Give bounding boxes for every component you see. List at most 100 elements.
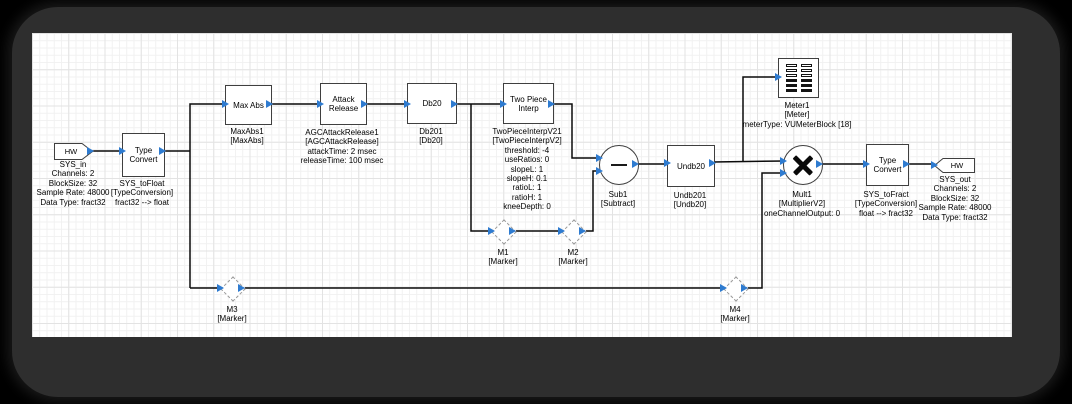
db20-block[interactable]: Db20 (407, 83, 457, 124)
block-param: Sample Rate: 48000 (36, 188, 110, 198)
input-pin[interactable] (931, 160, 938, 169)
input-pin[interactable] (488, 226, 495, 235)
block-name: Db201 (419, 127, 443, 136)
block-name: TwoPieceInterpV21 (492, 127, 562, 136)
wire-segment[interactable] (748, 172, 784, 289)
block-param: releaseTime: 100 msec (300, 156, 384, 166)
block-type: [Undb20] (673, 200, 707, 210)
output-pin[interactable] (741, 283, 748, 292)
input-pin[interactable] (217, 283, 224, 292)
block-type: [MultiplierV2] (778, 199, 826, 209)
max-abs-label: MaxAbs1 [MaxAbs] (230, 127, 263, 146)
output-pin[interactable] (903, 159, 910, 168)
wire-segment[interactable] (470, 104, 490, 232)
block-param: meterType: VUMeterBlock [18] (742, 119, 852, 129)
block-title: Type Convert (129, 146, 158, 164)
wire-segment[interactable] (552, 103, 600, 159)
block-name: SYS_toFloat (119, 179, 165, 188)
db20-label: Db201 [Db20] (419, 127, 443, 146)
wire-segment[interactable] (742, 76, 778, 162)
hw-output-title: HW (950, 161, 964, 170)
output-pin[interactable] (579, 226, 586, 235)
block-type: [TypeConversion] (110, 188, 174, 198)
output-pin[interactable] (159, 146, 166, 155)
marker-m4-label: M4 [Marker] (720, 305, 749, 324)
undb20-block[interactable]: Undb20 (667, 145, 715, 187)
input-pin[interactable] (317, 99, 324, 108)
block-param: ratioH: 1 (511, 192, 543, 202)
output-pin[interactable] (632, 159, 639, 168)
wire-segment[interactable] (712, 160, 785, 163)
input-pin[interactable] (222, 99, 229, 108)
input-pin[interactable] (596, 166, 603, 175)
block-title: Max Abs (233, 100, 264, 110)
block-param: fract32 --> float (114, 197, 170, 207)
output-pin[interactable] (361, 99, 368, 108)
input-pin[interactable] (119, 146, 126, 155)
block-type: [Marker] (217, 314, 247, 324)
block-param: Data Type: fract32 (922, 212, 988, 222)
hw-output-block[interactable] (934, 158, 975, 173)
output-pin[interactable] (709, 158, 716, 167)
block-param: threshold: -4 (504, 145, 550, 155)
hw-input-title: HW (64, 147, 78, 156)
input-pin[interactable] (863, 159, 870, 168)
undb20-label: Undb201 [Undb20] (674, 191, 706, 210)
block-param: Channels: 2 (933, 184, 977, 194)
input-pin[interactable] (404, 99, 411, 108)
output-pin[interactable] (266, 99, 273, 108)
two-piece-interp-block[interactable]: Two Piece Interp (503, 83, 554, 124)
marker-m2-label: M2 [Marker] (558, 248, 587, 267)
multiply-icon (792, 154, 814, 176)
attack-release-block[interactable]: Attack Release (320, 83, 367, 125)
block-name: M2 (567, 248, 579, 257)
block-name: Mult1 (792, 190, 812, 199)
block-param: oneChannelOutput: 0 (763, 208, 841, 218)
output-pin[interactable] (509, 226, 516, 235)
block-type: [TypeConversion] (854, 199, 918, 209)
output-pin[interactable] (816, 159, 823, 168)
type-convert-in-block[interactable]: Type Convert (122, 133, 165, 177)
meter-block[interactable] (778, 58, 819, 98)
hw-input-block[interactable] (54, 143, 93, 160)
attack-release-label: AGCAttackRelease1 [AGCAttackRelease] att… (301, 128, 384, 166)
marker-m1-label: M1 [Marker] (488, 248, 517, 267)
wire-segment[interactable] (189, 103, 225, 288)
wires (92, 76, 934, 289)
input-pin[interactable] (780, 168, 787, 177)
designer-canvas[interactable]: HW SYS_in Channels: 2 BlockSize: 32 Samp… (32, 33, 1012, 337)
output-pin[interactable] (548, 99, 555, 108)
block-name: Undb201 (673, 191, 707, 200)
block-param: BlockSize: 32 (930, 193, 980, 203)
input-pin[interactable] (720, 283, 727, 292)
block-param: kneeDepth: 0 (503, 202, 551, 212)
block-type: [Marker] (720, 314, 750, 324)
block-type: [Marker] (488, 257, 518, 267)
block-name: M4 (729, 305, 741, 314)
output-pin[interactable] (87, 146, 94, 155)
block-type: [TwoPieceInterpV2] (492, 136, 562, 146)
input-pin[interactable] (780, 156, 787, 165)
block-title: Undb20 (676, 161, 706, 171)
input-pin[interactable] (664, 158, 671, 167)
type-convert-out-block[interactable]: Type Convert (866, 144, 909, 186)
block-type: [AGCAttackRelease] (305, 137, 379, 147)
output-pin[interactable] (238, 283, 245, 292)
input-pin[interactable] (596, 153, 603, 162)
input-pin[interactable] (558, 226, 565, 235)
block-param: Sample Rate: 48000 (918, 203, 992, 213)
block-type: [Meter] (784, 110, 810, 120)
multiplier-label: Mult1 [MultiplierV2] oneChannelOutput: 0 (764, 190, 840, 218)
block-param: float --> fract32 (858, 208, 914, 218)
output-pin[interactable] (451, 99, 458, 108)
input-pin[interactable] (775, 72, 782, 81)
max-abs-block[interactable]: Max Abs (225, 85, 272, 125)
block-name: SYS_in (59, 160, 87, 169)
block-name: SYS_out (939, 175, 971, 184)
wire-segment[interactable] (586, 170, 600, 232)
input-pin[interactable] (500, 99, 507, 108)
block-type: [Db20] (419, 136, 443, 146)
block-type: [Marker] (558, 257, 588, 267)
subtract-label: Sub1 [Subtract] (601, 190, 635, 209)
